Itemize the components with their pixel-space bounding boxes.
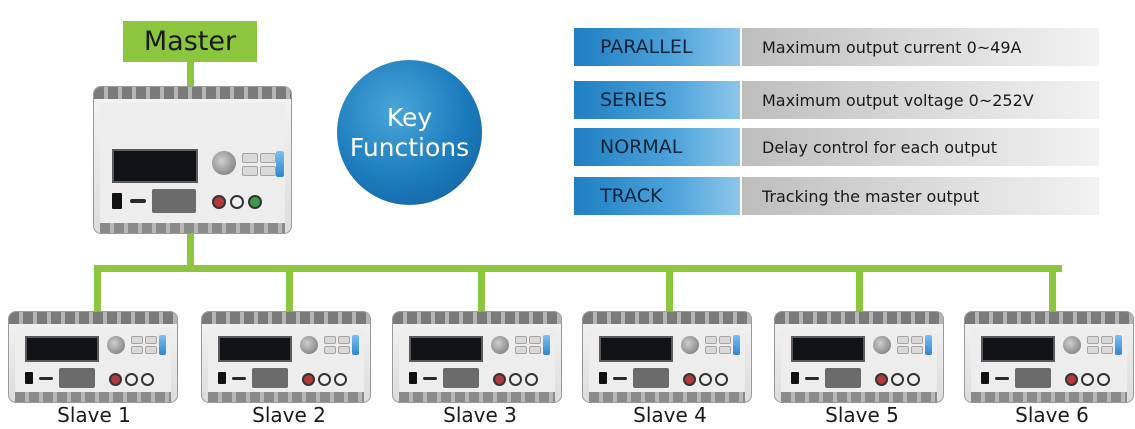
key-functions-bubble: Key Functions — [337, 60, 482, 205]
function-row-track: TRACK Tracking the master output — [574, 177, 1099, 215]
slave-5-power-supply — [774, 311, 944, 403]
master-label: Master — [123, 21, 257, 62]
mode-label: PARALLEL — [574, 28, 740, 66]
mode-description: Maximum output current 0~49A — [742, 28, 1099, 66]
slave-1-drop — [94, 265, 101, 311]
slave-2-label: Slave 2 — [252, 403, 326, 427]
master-down-connector — [187, 232, 194, 270]
slave-2-drop — [286, 265, 293, 311]
slave-5-label: Slave 5 — [825, 403, 899, 427]
slave-6-power-supply — [964, 311, 1134, 403]
mode-label: SERIES — [574, 81, 740, 119]
slave-6-drop — [1049, 265, 1056, 311]
key-functions-title-line2: Functions — [349, 132, 470, 162]
slave-5-drop — [856, 265, 863, 311]
master-connector — [187, 62, 194, 86]
master-power-supply — [93, 86, 292, 234]
slave-bus-line — [94, 265, 1062, 272]
slave-1-label: Slave 1 — [57, 403, 131, 427]
mode-label: NORMAL — [574, 128, 740, 166]
slave-2-power-supply — [201, 311, 371, 403]
slave-1-power-supply — [8, 311, 178, 403]
slave-3-drop — [478, 265, 485, 311]
mode-description: Tracking the master output — [742, 177, 1099, 215]
function-row-series: SERIES Maximum output voltage 0~252V — [574, 81, 1099, 119]
slave-3-label: Slave 3 — [443, 403, 517, 427]
mode-label: TRACK — [574, 177, 740, 215]
slave-4-power-supply — [582, 311, 752, 403]
mode-description: Maximum output voltage 0~252V — [742, 81, 1099, 119]
slave-4-drop — [666, 265, 673, 311]
function-row-normal: NORMAL Delay control for each output — [574, 128, 1099, 166]
key-functions-title-line1: Key — [386, 102, 433, 132]
mode-description: Delay control for each output — [742, 128, 1099, 166]
slave-3-power-supply — [392, 311, 562, 403]
function-row-parallel: PARALLEL Maximum output current 0~49A — [574, 28, 1099, 66]
slave-4-label: Slave 4 — [633, 403, 707, 427]
slave-6-label: Slave 6 — [1015, 403, 1089, 427]
